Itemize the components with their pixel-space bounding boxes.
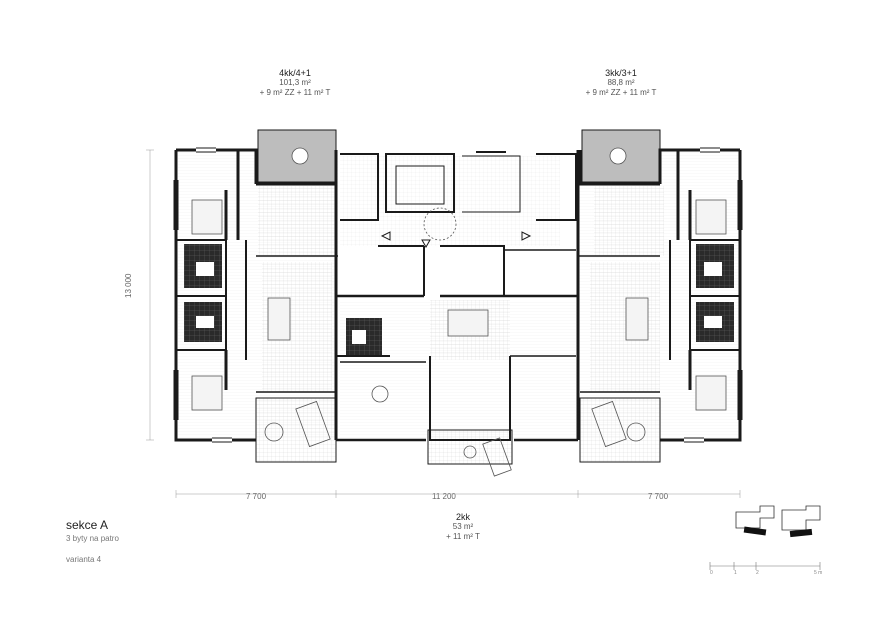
- section-subtitle: 3 byty na patro: [66, 534, 119, 543]
- furniture: [191, 147, 727, 477]
- direction-arrows: [380, 231, 532, 249]
- dimension-left: 7 700: [246, 492, 267, 501]
- section-variant: varianta 4: [66, 555, 102, 564]
- scale-label-2: 2: [756, 570, 759, 576]
- unit-extra: + 9 m² ZZ + 11 m² T: [259, 88, 331, 97]
- windows: [173, 147, 743, 443]
- unit-label-3kk: 3kk/3+1 88,8 m² + 9 m² ZZ + 11 m² T: [566, 68, 676, 98]
- unit-name: 4kk/4+1: [279, 68, 311, 78]
- unit-extra: + 9 m² ZZ + 11 m² T: [585, 88, 657, 97]
- scale-label-0: 0: [710, 570, 713, 576]
- section-caption: sekce A 3 byty na patro varianta 4: [66, 518, 119, 564]
- unit-extra: + 11 m² T: [446, 532, 480, 541]
- dimension-lines: [146, 149, 741, 498]
- dimension-center: 11 200: [432, 492, 456, 501]
- key-plan: [735, 505, 821, 538]
- unit-label-4kk: 4kk/4+1 101,3 m² + 9 m² ZZ + 11 m² T: [240, 68, 350, 98]
- unit-area: 101,3 m²: [279, 78, 311, 87]
- section-title: sekce A: [66, 518, 109, 532]
- unit-area: 88,8 m²: [607, 78, 635, 87]
- bathrooms: [184, 244, 734, 356]
- unit-label-2kk: 2kk 53 m² + 11 m² T: [408, 512, 518, 542]
- scale-bar: [709, 562, 821, 570]
- unit-name: 3kk/3+1: [605, 68, 637, 78]
- walls: [174, 148, 742, 442]
- scale-label-1: 1: [734, 570, 737, 576]
- unit-name: 2kk: [455, 512, 470, 522]
- dimension-right: 7 700: [648, 492, 669, 501]
- scale-label-5: 5 m: [814, 570, 823, 576]
- terraces: [255, 129, 661, 465]
- unit-area: 53 m²: [452, 522, 474, 531]
